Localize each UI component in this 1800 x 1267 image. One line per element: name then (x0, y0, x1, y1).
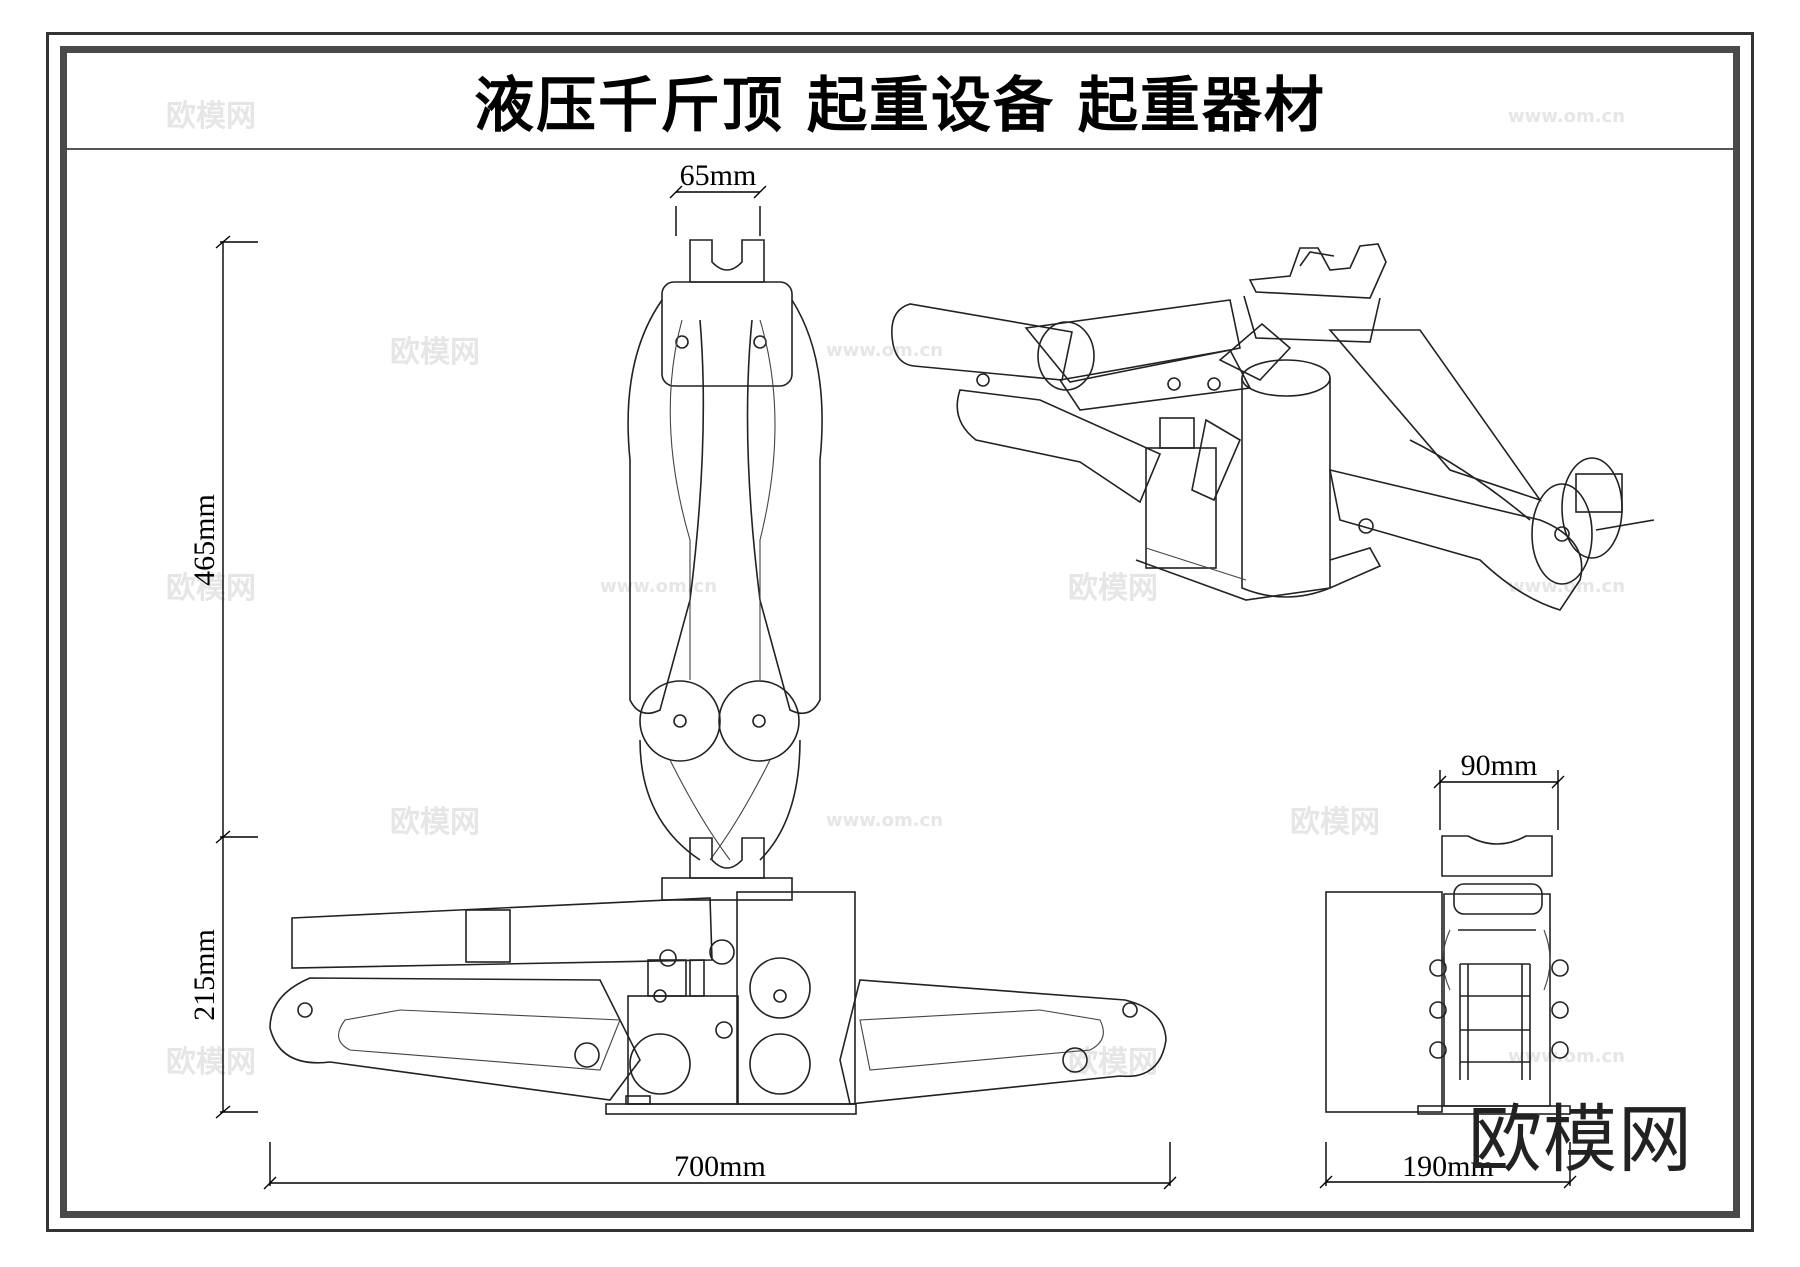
jack-side-view-base (269, 891, 1167, 1115)
jack-end-view (1325, 835, 1571, 1115)
watermark-url: www.om.cn (1508, 576, 1625, 597)
title-divider (67, 148, 1733, 150)
dimension-465mm: 465mm 215mm (188, 235, 258, 1119)
dim-label-lowered-height: 215mm (188, 929, 221, 1021)
dimension-190mm: 190mm (1319, 1142, 1577, 1189)
inner-frame (60, 46, 1740, 1218)
watermark-url: www.om.cn (1508, 1046, 1625, 1067)
watermark-url: www.om.cn (1508, 106, 1625, 127)
outer-frame (46, 32, 1754, 1232)
dim-label-base-width: 190mm (1402, 1150, 1494, 1183)
dim-label-length: 700mm (674, 1150, 766, 1183)
dim-label-top-width: 65mm (680, 159, 757, 192)
watermark-brand: 欧模网 (390, 335, 480, 370)
jack-isometric-view (891, 243, 1655, 611)
dimension-65mm: 65mm (669, 159, 767, 236)
dimension-700mm: 700mm (263, 1142, 1177, 1190)
watermark-brand: 欧模网 (166, 571, 256, 606)
watermark-brand: 欧模网 (166, 99, 256, 134)
jack-side-view-raised (627, 239, 823, 901)
watermark-url: www.om.cn (600, 576, 717, 597)
watermark-url: www.om.cn (826, 340, 943, 361)
dim-label-raised-height: 465mm (188, 494, 221, 586)
watermark-brand: 欧模网 (390, 805, 480, 840)
dimension-90mm: 90mm (1433, 749, 1565, 830)
dim-label-saddle-width: 90mm (1461, 749, 1538, 782)
brand-logo: 欧模网 (1468, 1097, 1693, 1183)
watermark-brand: 欧模网 (1068, 571, 1158, 606)
watermark-url: www.om.cn (826, 810, 943, 831)
watermark-brand: 欧模网 (166, 1045, 256, 1080)
watermark-layer: 欧模网 www.om.cn 欧模网 www.om.cn 欧模网 www.om.c… (166, 99, 1625, 1080)
watermark-brand: 欧模网 (1290, 805, 1380, 840)
drawing-title: 液压千斤顶 起重设备 起重器材 (474, 71, 1326, 141)
